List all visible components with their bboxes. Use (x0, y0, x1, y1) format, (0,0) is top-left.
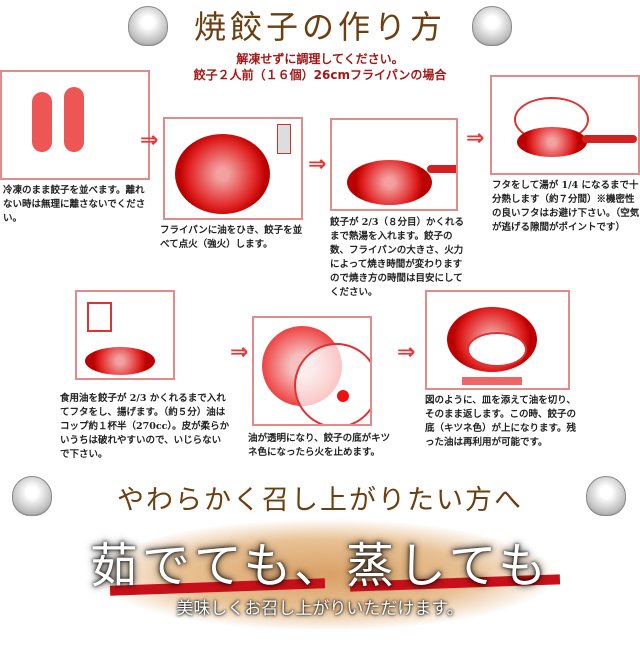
step1-illustration (0, 70, 150, 180)
dumplings-image (32, 92, 52, 152)
step3-illustration (330, 118, 458, 211)
step2-text: フライパンに油をひき、餃子を並べて点火（強火）します。 (160, 225, 303, 250)
arrow-icon: ⇒ (230, 340, 249, 365)
step5-illustration (75, 290, 175, 380)
note-serving: 餃子２人前（１６個）26cmフライパンの場合 (193, 68, 447, 82)
brush-background (95, 520, 555, 630)
steam-text: 蒸しても (346, 538, 551, 594)
arrow-icon: ⇒ (308, 152, 327, 177)
step7-text: 図のように、皿を添えて油を切り、そのまま返します。この時、餃子の底（キツネ色）が… (425, 395, 577, 448)
dumplings-image (64, 87, 84, 152)
step7-illustration (425, 290, 570, 390)
arrow-icon: ⇒ (140, 128, 159, 153)
enjoy-text: 美味しくお召し上がりいただけます。 (176, 599, 464, 619)
boil-steam-headline: 茹でても、蒸しても (0, 526, 640, 596)
step6-illustration (252, 316, 372, 426)
arrow-icon: ⇒ (397, 340, 416, 365)
step2-illustration (163, 117, 303, 220)
boil-text: 茹でても、 (89, 538, 346, 594)
step6-text: 油が透明になり、餃子の底がキツネ色になったら火を止めます。 (248, 433, 391, 458)
step4-illustration (490, 75, 640, 175)
step1-text: 冷凍のまま餃子を並べます。離れない時は無理に離さないでください。 (3, 185, 146, 224)
step5-text: 食用油を餃子が 2/3 かくれるまで入れてフタをし、揚げます。（約５分）油はコッ… (60, 393, 230, 460)
dumpling-icon (586, 476, 626, 516)
dumpling-icon (472, 6, 512, 46)
note-thaw: 解凍せずに調理してください。 (236, 52, 404, 66)
page-title: 焼餃子の作り方 (193, 8, 446, 46)
arrow-icon: ⇒ (466, 126, 485, 151)
soft-heading: やわらかく召し上がりたい方へ (117, 485, 523, 516)
dumpling-icon (12, 476, 52, 516)
step4-text: フタをして湯が 1/4 になるまで十分熱します（約７分間）※機密性の良いフタはお… (492, 180, 640, 233)
dumpling-icon (128, 6, 168, 46)
step3-text: 餃子が 2/3（８分目）かくれるまで熱湯を入れます。餃子の数、フライパンの大きさ… (330, 217, 464, 298)
